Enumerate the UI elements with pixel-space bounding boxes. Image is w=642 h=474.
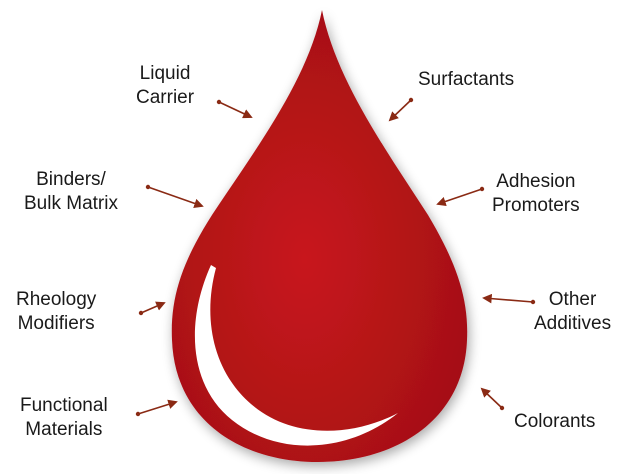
label-surfactants: Surfactants bbox=[418, 68, 514, 92]
arrow-surfactants bbox=[390, 100, 411, 120]
arrow-liquid-carrier-tail-dot bbox=[217, 100, 221, 104]
arrow-colorants bbox=[482, 389, 502, 408]
label-binders-bulk-matrix: Binders/ Bulk Matrix bbox=[24, 168, 118, 216]
arrow-liquid-carrier bbox=[219, 102, 251, 117]
arrow-rheology-modifiers-tail-dot bbox=[139, 311, 143, 315]
arrow-surfactants-tail-dot bbox=[409, 98, 413, 102]
label-rheology-modifiers: Rheology Modifiers bbox=[16, 288, 96, 336]
label-other-additives: Other Additives bbox=[534, 288, 611, 336]
arrow-binders-bulk-matrix-tail-dot bbox=[146, 185, 150, 189]
arrow-adhesion-promoters-tail-dot bbox=[480, 187, 484, 191]
label-adhesion-promoters: Adhesion Promoters bbox=[492, 170, 580, 218]
arrow-other-additives bbox=[484, 298, 533, 302]
arrow-functional-materials bbox=[138, 402, 176, 414]
arrow-functional-materials-tail-dot bbox=[136, 412, 140, 416]
arrow-rheology-modifiers bbox=[141, 303, 164, 313]
label-functional-materials: Functional Materials bbox=[20, 394, 108, 442]
label-liquid-carrier: Liquid Carrier bbox=[136, 62, 194, 110]
arrow-adhesion-promoters bbox=[438, 189, 482, 204]
arrow-binders-bulk-matrix bbox=[148, 187, 202, 206]
label-colorants: Colorants bbox=[514, 410, 595, 434]
arrow-colorants-tail-dot bbox=[500, 406, 504, 410]
